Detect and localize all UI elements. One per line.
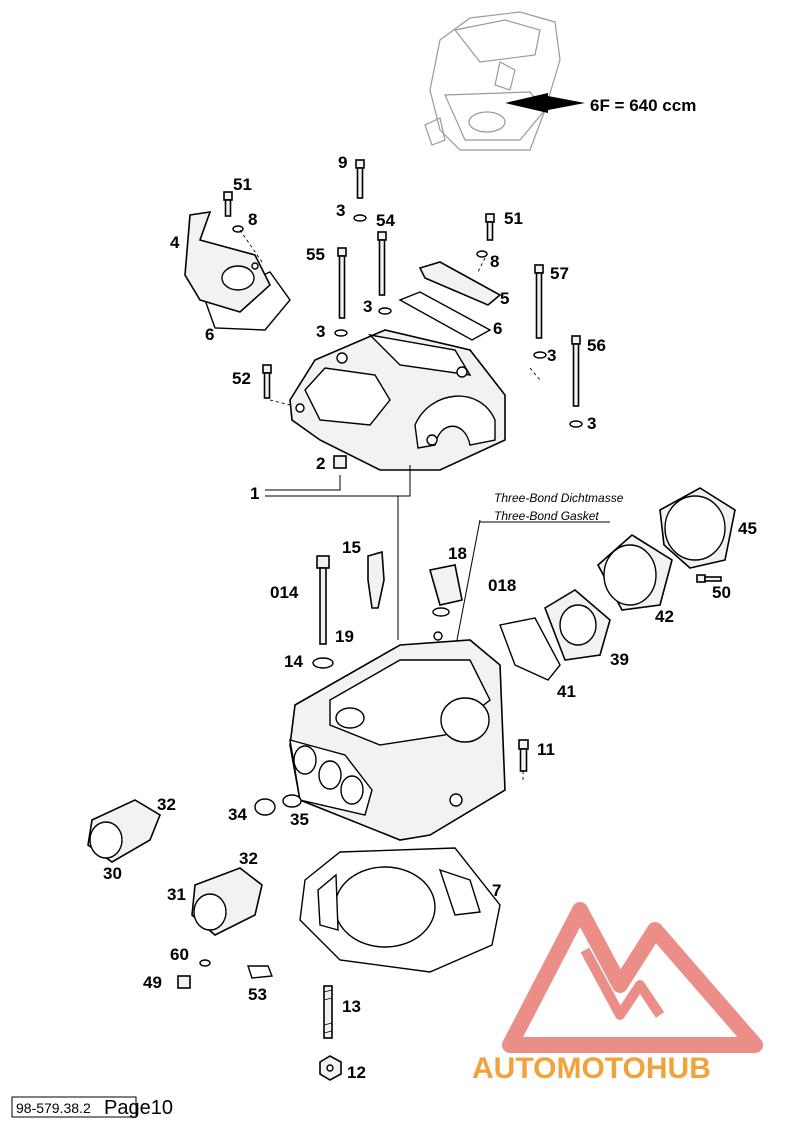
part-label: 1 <box>250 484 259 503</box>
part-label: 018 <box>488 576 516 595</box>
part-label: 50 <box>712 583 731 602</box>
part-label: 53 <box>248 985 267 1004</box>
part-label: 49 <box>143 973 162 992</box>
head-gasket-drawing <box>299 847 501 973</box>
part-label: 30 <box>103 864 122 883</box>
part-label: 6 <box>493 319 502 338</box>
part-label: 60 <box>170 945 189 964</box>
variant-note: 6F = 640 ccm <box>590 96 696 115</box>
valve-cover-drawing <box>289 329 506 471</box>
part-label: 31 <box>167 885 186 904</box>
part-label: 51 <box>504 209 523 228</box>
part-label: 8 <box>490 252 499 271</box>
part-label: 55 <box>306 245 325 264</box>
bolts-drawing <box>223 159 583 469</box>
sealant-note-en: Three-Bond Gasket <box>494 509 599 523</box>
watermark-text: AUTOMOTOHUB <box>472 1052 711 1085</box>
exhaust-flanges-drawing <box>87 794 302 989</box>
part-label: 9 <box>338 153 347 172</box>
part-label: 13 <box>342 997 361 1016</box>
part-label: 56 <box>587 336 606 355</box>
stud-nut-drawing <box>319 985 342 1081</box>
drawing-number-box <box>11 1096 137 1118</box>
part-label: 57 <box>550 264 569 283</box>
part-label: 5 <box>500 289 509 308</box>
part-label: 7 <box>492 881 501 900</box>
part-label: 14 <box>284 652 303 671</box>
part-label: 41 <box>557 682 576 701</box>
page-label: Page10 <box>104 1097 173 1119</box>
part-label: 19 <box>335 627 354 646</box>
part-label: 32 <box>157 795 176 814</box>
part-label: 42 <box>655 607 674 626</box>
part-label: 45 <box>738 519 757 538</box>
cylinder-head-drawing <box>289 631 506 841</box>
drawing-number: 98-579.38.2 <box>16 1100 91 1116</box>
part-label: 52 <box>232 369 251 388</box>
part-label: 12 <box>347 1063 366 1082</box>
thermostat-cover-drawing <box>184 211 291 331</box>
part-label: 39 <box>610 650 629 669</box>
automotohub-logo <box>502 902 763 1053</box>
part-labels: 9 3 54 51 8 4 6 55 3 3 51 8 57 5 6 56 3 … <box>103 153 757 1082</box>
head-fasteners-drawing <box>312 550 529 772</box>
part-label: 51 <box>233 175 252 194</box>
part-label: 11 <box>537 740 555 759</box>
part-label: 3 <box>316 322 325 341</box>
part-label: 35 <box>290 810 309 829</box>
leader-lines <box>239 229 610 780</box>
arrow-icon <box>505 93 585 113</box>
part-label: 014 <box>270 583 299 602</box>
engine-overview-illustration <box>424 11 561 151</box>
intake-parts-drawing <box>499 487 736 681</box>
part-label: 18 <box>448 544 467 563</box>
part-label: 34 <box>228 805 247 824</box>
part-label: 3 <box>547 346 556 365</box>
part-label: 3 <box>363 297 372 316</box>
part-label: 6 <box>205 325 214 344</box>
sealant-note-de: Three-Bond Dichtmasse <box>494 491 624 505</box>
part-label: 54 <box>376 211 395 230</box>
cover-plate-drawing <box>398 261 502 341</box>
part-label: 15 <box>342 538 361 557</box>
part-label: 2 <box>316 454 325 473</box>
part-label: 32 <box>239 849 258 868</box>
part-label: 3 <box>336 201 345 220</box>
part-label: 3 <box>587 414 596 433</box>
part-label: 8 <box>248 210 257 229</box>
part-label: 4 <box>170 233 180 252</box>
